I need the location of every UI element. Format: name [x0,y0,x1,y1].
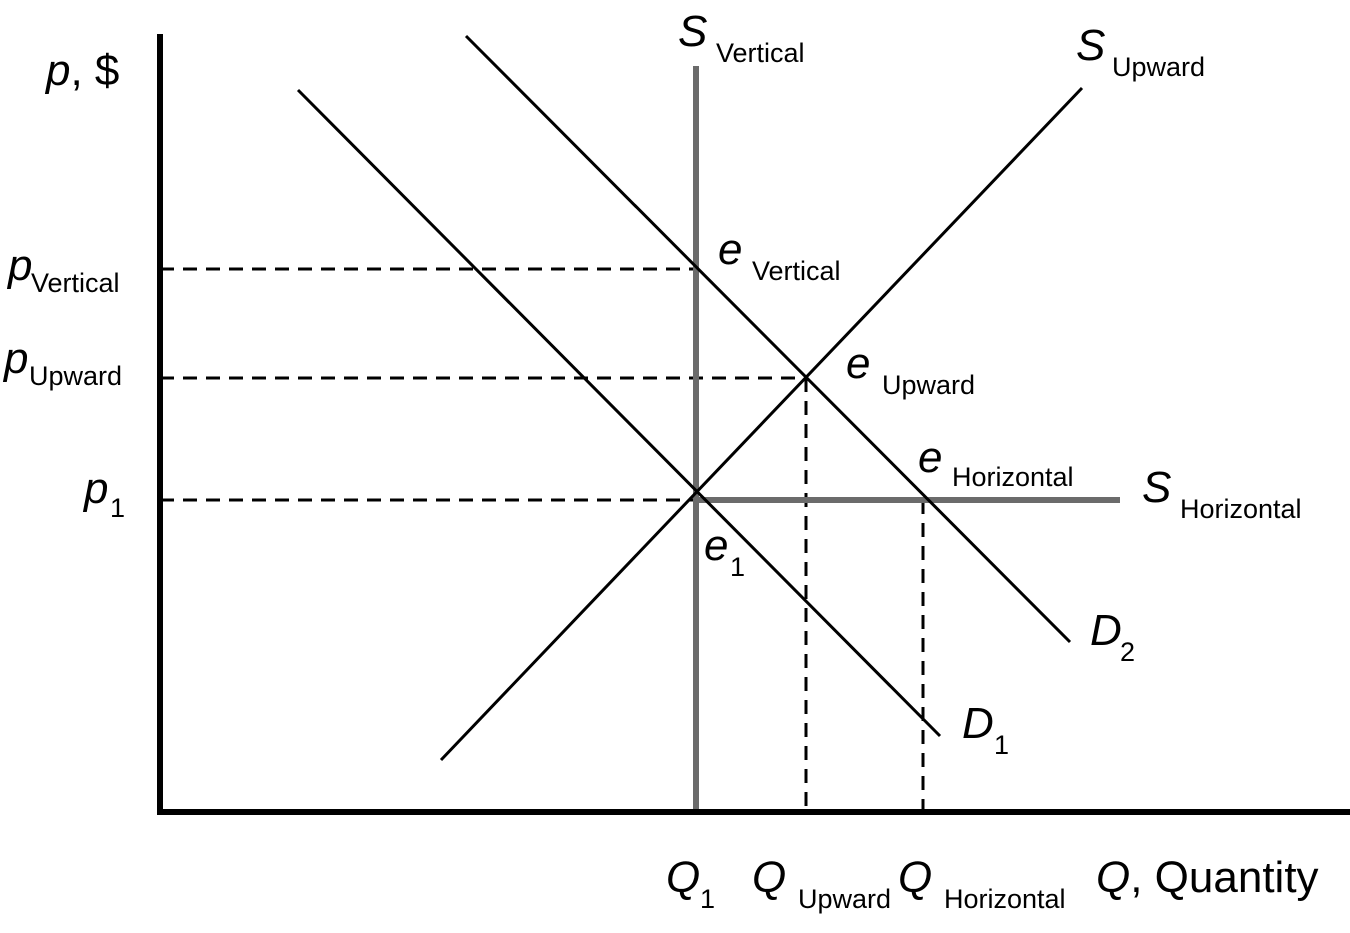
d1-label: D1 [962,699,1009,760]
y-axis-label: p, $ [44,46,119,95]
demand-d2-curve [464,34,1072,644]
supply-upward-curve [439,86,1084,762]
q1-label: Q1 [666,853,715,914]
p1-label: p1 [82,464,125,523]
x-axis-label: Q, Quantity [1096,853,1319,902]
demand-d1-curve [296,88,942,738]
p-upward-label: pUpward [2,334,122,391]
d2-label: D2 [1090,606,1135,667]
p-vertical-label: pVertical [6,241,120,298]
e1-label: e1 [704,521,745,582]
